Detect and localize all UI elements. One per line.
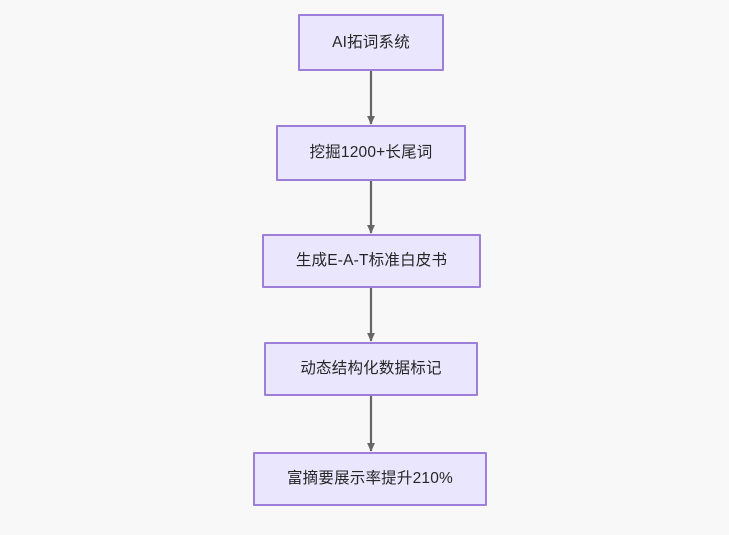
flow-node-label: 挖掘1200+长尾词	[309, 144, 433, 162]
flow-node-label: 动态结构化数据标记	[300, 360, 442, 378]
flow-node-rich-snippet-impression-lift[interactable]: 富摘要展示率提升210%	[253, 452, 487, 506]
flow-node-generate-eat-whitepaper[interactable]: 生成E-A-T标准白皮书	[262, 234, 481, 288]
flow-node-dynamic-structured-data-markup[interactable]: 动态结构化数据标记	[264, 342, 478, 396]
flow-node-ai-keyword-system[interactable]: AI拓词系统	[298, 14, 444, 71]
flow-node-mine-longtail-keywords[interactable]: 挖掘1200+长尾词	[276, 125, 466, 181]
flow-node-label: AI拓词系统	[332, 33, 410, 51]
flow-node-label: 生成E-A-T标准白皮书	[295, 252, 448, 270]
flow-node-label: 富摘要展示率提升210%	[286, 470, 454, 488]
